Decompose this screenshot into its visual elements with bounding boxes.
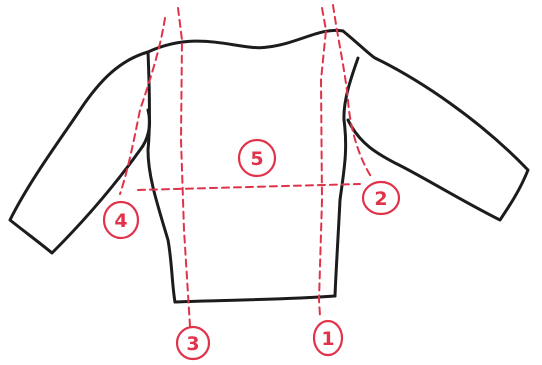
marker-4: 4	[104, 202, 138, 238]
marker-2-label: 2	[374, 188, 387, 210]
right-sleeve	[343, 31, 528, 220]
marker-1-label: 1	[321, 328, 334, 350]
marker-4-label: 4	[114, 210, 127, 232]
marker-3-label: 3	[186, 333, 199, 355]
guide-line-3	[178, 8, 190, 326]
marker-2: 2	[363, 182, 399, 214]
neckline	[148, 30, 343, 52]
hem	[175, 296, 335, 302]
guide-line-1b	[333, 5, 348, 100]
left-sleeve	[10, 52, 150, 253]
guide-line-5	[138, 184, 360, 190]
measurement-guides	[120, 5, 372, 326]
body-left-side	[148, 52, 175, 302]
marker-1: 1	[314, 321, 342, 355]
marker-5-label: 5	[250, 148, 263, 170]
guide-line-1	[319, 8, 326, 316]
sweater-outline	[10, 30, 528, 302]
marker-3: 3	[177, 327, 209, 359]
marker-5: 5	[239, 140, 275, 176]
